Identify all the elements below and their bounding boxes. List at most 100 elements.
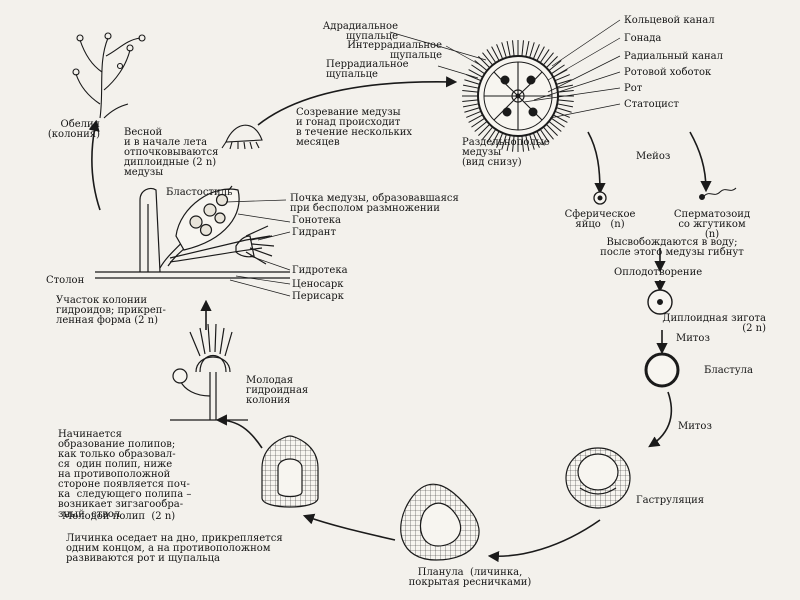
medusa-tentacle (542, 52, 554, 66)
label-mitosis-1: Митоз (676, 333, 710, 344)
medusa-tentacle (529, 42, 535, 58)
colony-detail-illustration (95, 185, 290, 279)
medusa-tentacle (506, 135, 511, 152)
medusa-label-pointers (389, 19, 621, 119)
medusa-tentacle (486, 128, 497, 143)
medusa-tentacle (521, 135, 524, 152)
label-gonotheca: Гонотека (292, 215, 341, 226)
medusa-tentacle (512, 135, 515, 152)
label-gonad: Гонада (624, 33, 662, 44)
medusa-tentacle (550, 64, 565, 75)
medusa-tentacle (542, 126, 554, 140)
label-blastula: Бластула (704, 365, 753, 376)
arrow-meiosis-egg (587, 131, 606, 195)
label-perradial-tentacle: Перрадиальное щупальце (326, 59, 409, 80)
label-diploid-zygote: Диплоидная зигота (2 n) (662, 313, 766, 334)
medusa-tentacle (557, 103, 574, 108)
label-ring-canal: Кольцевой канал (624, 15, 715, 26)
medusa-tentacle (482, 126, 494, 140)
medusa-tentacle (491, 131, 500, 146)
medusa-tentacle (545, 123, 558, 136)
medusa-tentacle (532, 132, 540, 148)
planula-illustration (400, 483, 480, 561)
medusa-tentacle (462, 103, 479, 108)
young-medusa-illustration (221, 124, 263, 150)
medusa-tentacle (512, 40, 515, 57)
label-stolon: Столон (46, 275, 85, 286)
label-fertilization: Оплодотворение (614, 267, 703, 278)
medusa-tentacle (501, 42, 507, 58)
medusa-tentacle (536, 46, 545, 61)
arrow-to-obelia (88, 119, 101, 211)
medusa-tentacle (554, 74, 570, 82)
label-radial-canal: Радиальный канал (624, 51, 723, 62)
medusa-tentacle (557, 99, 574, 102)
label-hydrotheca: Гидротека (292, 265, 348, 276)
arrow-mitosis-2 (648, 391, 673, 448)
medusa-tentacle (532, 44, 540, 60)
medusa-tentacle (464, 79, 480, 85)
medusa-tentacle (554, 110, 570, 118)
medusa-tentacle (539, 49, 550, 64)
medusa-tentacle (486, 49, 497, 64)
young-polyp-illustration (261, 435, 319, 508)
label-meiosis: Мейоз (636, 151, 671, 162)
medusa-tentacle (496, 44, 504, 60)
medusa-bottom-view (462, 40, 574, 152)
label-coenosarc: Ценосарк (292, 279, 344, 290)
medusa-tentacle (491, 46, 500, 61)
label-gastrulation: Гаструляция (636, 495, 705, 506)
label-spring-budding: Весной и в начале лета отпочковываются д… (124, 127, 219, 178)
medusa-tentacle (496, 132, 504, 148)
arrow-to-polyp-formation (215, 414, 263, 449)
label-released: Высвобождаются в воду; после этого медуз… (600, 237, 744, 258)
medusa-tentacle (553, 114, 568, 123)
medusa-tentacle (557, 84, 574, 89)
sperm-cell (703, 187, 737, 197)
label-egg: Сферическое яйцо (n) (564, 209, 636, 230)
colony-label-pointers (225, 199, 291, 297)
gastrula-illustration (565, 447, 631, 509)
medusa-tentacle (466, 110, 482, 118)
medusa-tentacle (521, 40, 524, 57)
label-obelia: Обелия (колония) (47, 119, 100, 140)
medusa-tentacle (536, 131, 545, 146)
obelia-colony-illustration (72, 32, 146, 119)
arrow-to-young-polyp (302, 513, 396, 541)
medusa-tentacle (539, 128, 550, 143)
label-dioecious-medusae: Раздельнополые медузы (вид снизу) (462, 137, 550, 168)
medusa-tentacle (462, 90, 479, 93)
label-medusa-bud: Почка медузы, образовавшаяся при бесполо… (290, 193, 459, 214)
arrow-meiosis-sperm (689, 131, 712, 193)
label-larva-settles: Личинка оседает на дно, прикрепляется од… (66, 533, 283, 564)
medusa-tentacle (550, 117, 565, 128)
label-young-polyp: Молодой полип (2 n) (62, 511, 176, 522)
young-colony-illustration (170, 323, 248, 421)
medusa-tentacle (548, 60, 562, 72)
label-mouth: Рот (624, 83, 643, 94)
medusa-tentacle (466, 74, 482, 82)
blastula (644, 352, 680, 388)
medusa-tentacle (548, 120, 562, 132)
medusa-tentacle (557, 90, 574, 93)
medusa-tentacle (462, 99, 479, 102)
medusa-tentacle (468, 114, 483, 123)
label-hydranth: Гидрант (292, 227, 337, 238)
label-mitosis-2: Митоз (678, 421, 712, 432)
arrow-to-planula (487, 519, 601, 563)
label-medusa-maturation: Созревание медузы и гонад происходит в т… (296, 107, 413, 148)
label-sperm: Сперматозоид со жгутиком (n) (673, 209, 751, 240)
medusa-tentacle (529, 134, 535, 150)
medusa-tentacle (506, 40, 511, 57)
medusa-tentacle (478, 123, 491, 136)
arrow-maturation (257, 76, 458, 126)
medusa-tentacle (464, 107, 480, 113)
label-statocyst: Статоцист (624, 99, 679, 110)
medusa-tentacle (545, 56, 558, 69)
label-colony-part: Участок колонии гидроидов; прикреп- ленн… (56, 295, 166, 326)
medusa-tentacle (471, 117, 486, 128)
label-manubrium: Ротовой хоботок (624, 67, 712, 78)
label-adradial-tentacle: Адрадиальное щупальце (322, 21, 398, 42)
